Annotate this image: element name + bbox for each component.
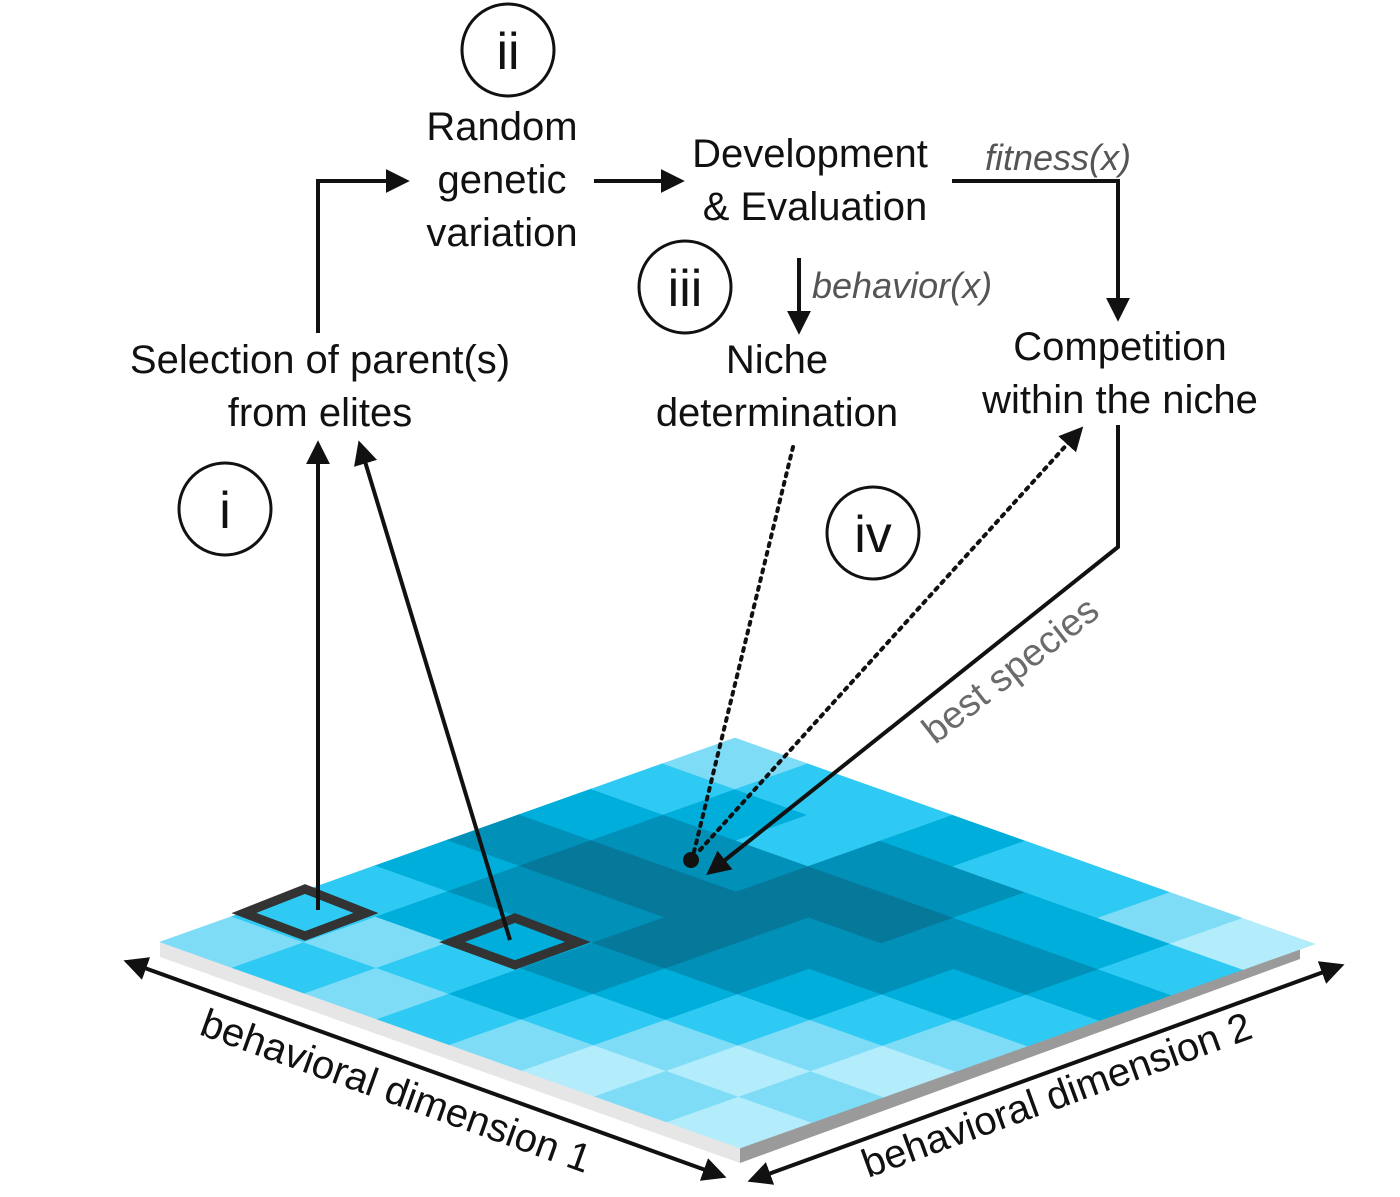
grid-cell bbox=[1169, 917, 1316, 970]
axis-dim2-arrow bbox=[747, 961, 1345, 1185]
dotted-grid-to-competition bbox=[698, 426, 1084, 852]
development-label-1: Development bbox=[692, 132, 928, 176]
arrow-elite2-to-selection bbox=[354, 440, 512, 941]
step-ii-badge: ii bbox=[460, 2, 556, 98]
elite-cell-1 bbox=[231, 884, 379, 941]
competition-label-2: within the niche bbox=[981, 378, 1258, 422]
variation-label-1: Random bbox=[426, 105, 577, 149]
behavior-edge-label: behavior(x) bbox=[812, 265, 992, 306]
axis-dim1-arrow bbox=[123, 957, 727, 1181]
variation-label-2: genetic bbox=[438, 158, 567, 202]
niche-label-1: Niche bbox=[726, 338, 828, 382]
niche-label-2: determination bbox=[656, 391, 898, 435]
selection-label-2: from elites bbox=[228, 391, 413, 435]
variation-label-3: variation bbox=[426, 211, 577, 255]
step-i-label: i bbox=[219, 482, 231, 540]
selection-label-1: Selection of parent(s) bbox=[130, 338, 510, 382]
development-label-2: & Evaluation bbox=[703, 185, 928, 229]
competition-label-1: Competition bbox=[1013, 325, 1226, 369]
step-iii-label: iii bbox=[668, 260, 703, 318]
best-species-label: best species bbox=[915, 589, 1107, 752]
dotted-niche-to-grid bbox=[691, 445, 795, 858]
niche-dot bbox=[683, 852, 699, 868]
step-i-badge: i bbox=[177, 461, 273, 557]
step-iv-badge: iv bbox=[825, 485, 921, 581]
arrow-competition-to-grid bbox=[706, 425, 1120, 875]
step-iii-badge: iii bbox=[637, 239, 733, 335]
step-ii-label: ii bbox=[496, 23, 519, 81]
fitness-edge-label: fitness(x) bbox=[985, 137, 1131, 178]
step-iv-label: iv bbox=[854, 506, 892, 564]
arrow-selection-to-variation bbox=[316, 169, 410, 333]
arrow-development-to-competition bbox=[952, 179, 1130, 322]
